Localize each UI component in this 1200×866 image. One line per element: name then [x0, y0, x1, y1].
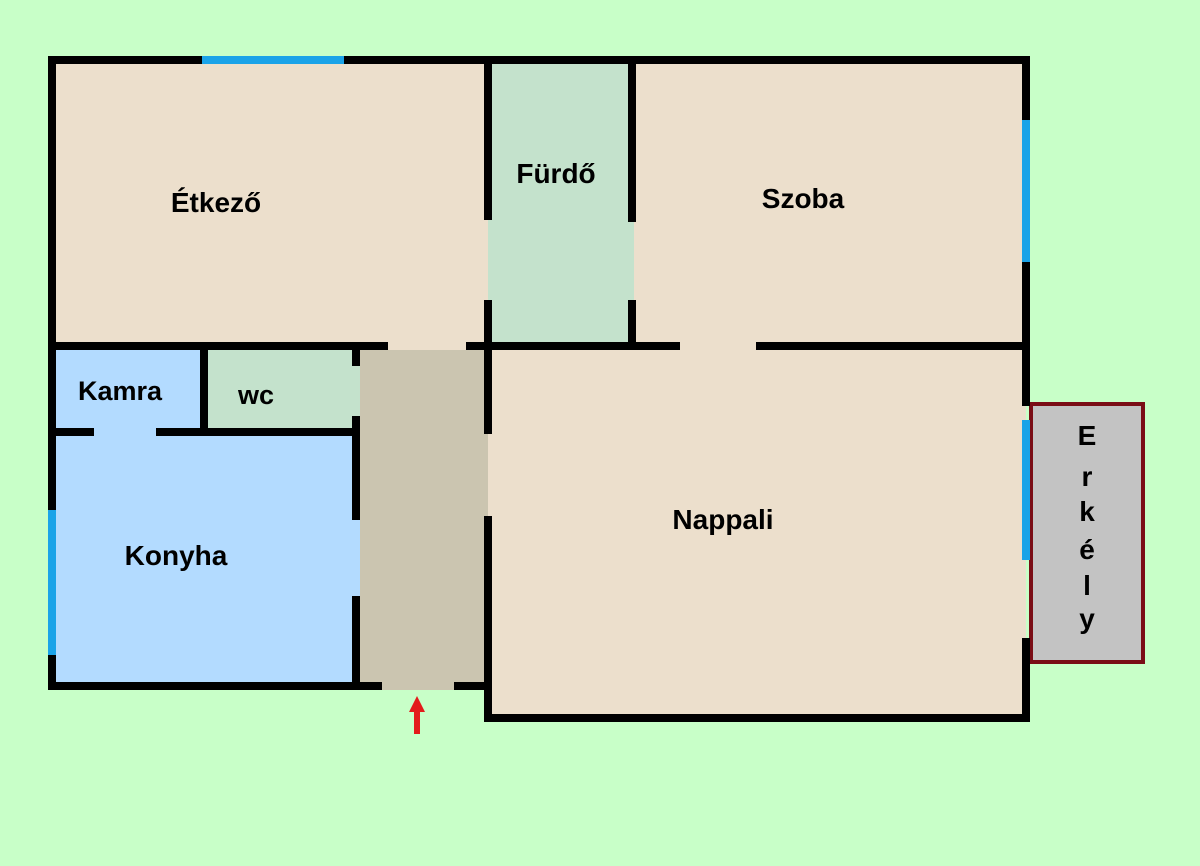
room-furdo: [488, 60, 634, 350]
room-erkely: [1029, 402, 1145, 664]
erkely-letter: é: [1079, 534, 1095, 565]
up-arrow-icon: [409, 696, 425, 734]
erkely-letter: l: [1083, 570, 1091, 601]
erkely-letter: k: [1079, 496, 1095, 527]
room-nappali: [488, 350, 1026, 720]
label-erkely: E r k é l y: [1078, 420, 1097, 634]
erkely-letter: E: [1078, 420, 1097, 451]
label-kamra: Kamra: [78, 376, 163, 406]
room-etkezo: [52, 60, 488, 350]
label-etkezo: Étkező: [171, 187, 261, 218]
label-konyha: Konyha: [125, 540, 228, 571]
label-szoba: Szoba: [762, 183, 845, 214]
windows: [48, 56, 1030, 655]
room-szoba: [634, 60, 1026, 350]
label-wc: wc: [237, 380, 274, 410]
room-konyha: [52, 434, 360, 686]
room-hallway: [360, 350, 488, 690]
label-furdo: Fürdő: [516, 158, 595, 189]
label-nappali: Nappali: [672, 504, 773, 535]
room-kamra: [52, 350, 204, 434]
room-wc: [204, 350, 360, 434]
erkely-letter: y: [1079, 603, 1095, 634]
erkely-letter: r: [1082, 461, 1093, 492]
